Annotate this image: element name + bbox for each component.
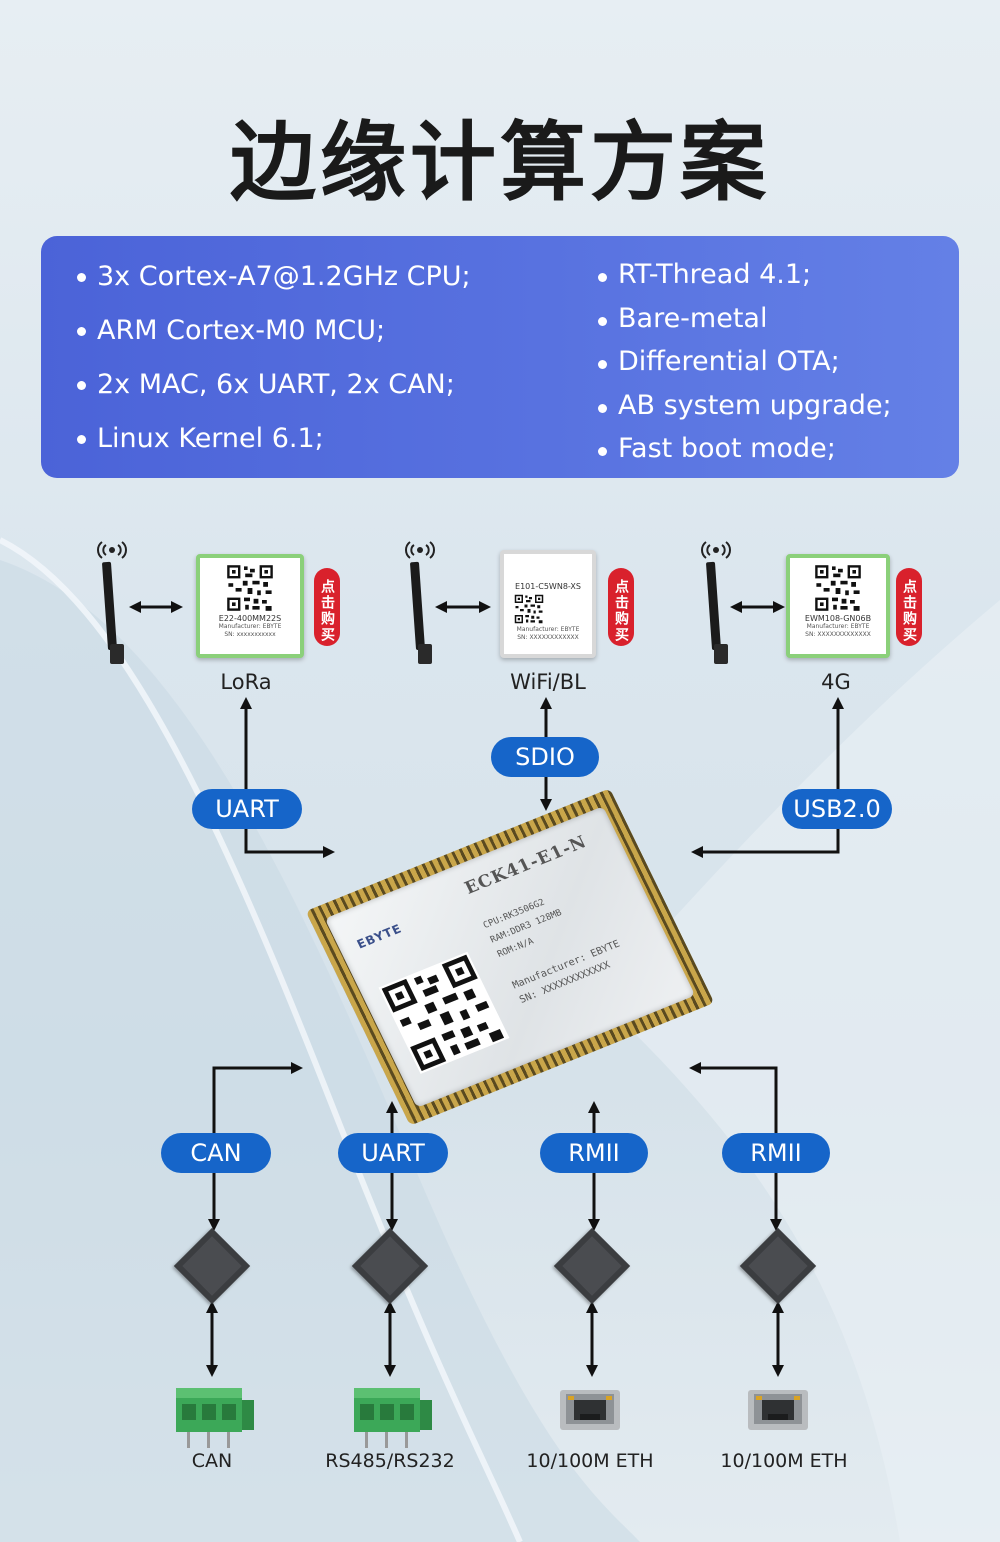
bus-uart-top: UART xyxy=(192,789,302,829)
spec-item: 3x Cortex-A7@1.2GHz CPU; xyxy=(75,254,471,308)
bus-can: CAN xyxy=(161,1133,271,1173)
spec-item: 2x MAC, 6x UART, 2x CAN; xyxy=(75,362,471,416)
bus-sdio: SDIO xyxy=(491,737,599,777)
spec-item: RT-Thread 4.1; xyxy=(596,254,892,298)
spec-item: ARM Cortex-M0 MCU; xyxy=(75,308,471,362)
port-label: 10/100M ETH xyxy=(720,1450,848,1472)
terminal-block-icon xyxy=(176,1388,254,1448)
antenna-icon xyxy=(405,541,435,664)
port-label: 10/100M ETH xyxy=(526,1450,654,1472)
module-manufacturer: Manufacturer: EBYTE xyxy=(806,623,870,630)
module-name: E22-400MM22S xyxy=(218,614,282,623)
module-name: EWM108-GN06B xyxy=(804,614,872,623)
module-manufacturer: Manufacturer: EBYTE xyxy=(516,626,580,633)
module-sn: SN: XXXXXXXXXXXXX xyxy=(805,631,871,638)
module-sn: SN: XXXXXXXXXXXX xyxy=(517,634,579,641)
4g-module[interactable]: EWM108-GN06B Manufacturer: EBYTE SN: XXX… xyxy=(786,554,890,658)
qr-code-icon xyxy=(514,594,544,624)
qr-code-icon xyxy=(226,564,274,612)
ethernet-port-icon xyxy=(748,1390,808,1430)
bus-rmii-2: RMII xyxy=(722,1133,830,1173)
antenna-icon xyxy=(701,541,731,664)
page-title: 边缘计算方案 xyxy=(230,113,770,213)
bus-rmii-1: RMII xyxy=(540,1133,648,1173)
module-name: E101-C5WN8-XS xyxy=(515,582,581,591)
buy-button[interactable]: 点击购买 xyxy=(608,568,634,646)
ethernet-port-icon xyxy=(560,1390,620,1430)
qr-code-icon xyxy=(378,951,510,1075)
port-label: CAN xyxy=(191,1450,233,1472)
bus-uart-bottom: UART xyxy=(338,1133,448,1173)
cpu-brand: EBYTE xyxy=(354,921,405,952)
spec-item: Differential OTA; xyxy=(596,341,892,385)
terminal-block-icon xyxy=(354,1388,432,1448)
module-label: 4G xyxy=(821,670,851,694)
antenna-icon xyxy=(97,541,127,664)
bus-usb: USB2.0 xyxy=(782,789,892,829)
spec-item: Bare-metal xyxy=(596,298,892,342)
spec-item: AB system upgrade; xyxy=(596,385,892,429)
module-manufacturer: Manufacturer: EBYTE xyxy=(218,623,282,630)
module-sn: SN: xxxxxxxxxxx xyxy=(224,631,276,638)
lora-module[interactable]: E22-400MM22S Manufacturer: EBYTE SN: xxx… xyxy=(196,554,304,658)
wifi-module[interactable]: E101-C5WN8-XS Manufacturer: EBYTE SN: XX… xyxy=(500,550,596,658)
module-label: LoRa xyxy=(220,670,272,694)
buy-button[interactable]: 点击购买 xyxy=(314,568,340,646)
qr-code-icon xyxy=(814,564,862,612)
spec-item: Linux Kernel 6.1; xyxy=(75,416,471,470)
buy-button[interactable]: 点击购买 xyxy=(896,568,922,646)
module-label: WiFi/BL xyxy=(510,670,586,694)
port-label: RS485/RS232 xyxy=(325,1450,455,1472)
spec-item: Fast boot mode; xyxy=(596,428,892,472)
spec-panel: 3x Cortex-A7@1.2GHz CPU; ARM Cortex-M0 M… xyxy=(41,236,959,478)
spec-list-right: RT-Thread 4.1; Bare-metal Differential O… xyxy=(596,254,892,472)
spec-list-left: 3x Cortex-A7@1.2GHz CPU; ARM Cortex-M0 M… xyxy=(75,254,471,470)
